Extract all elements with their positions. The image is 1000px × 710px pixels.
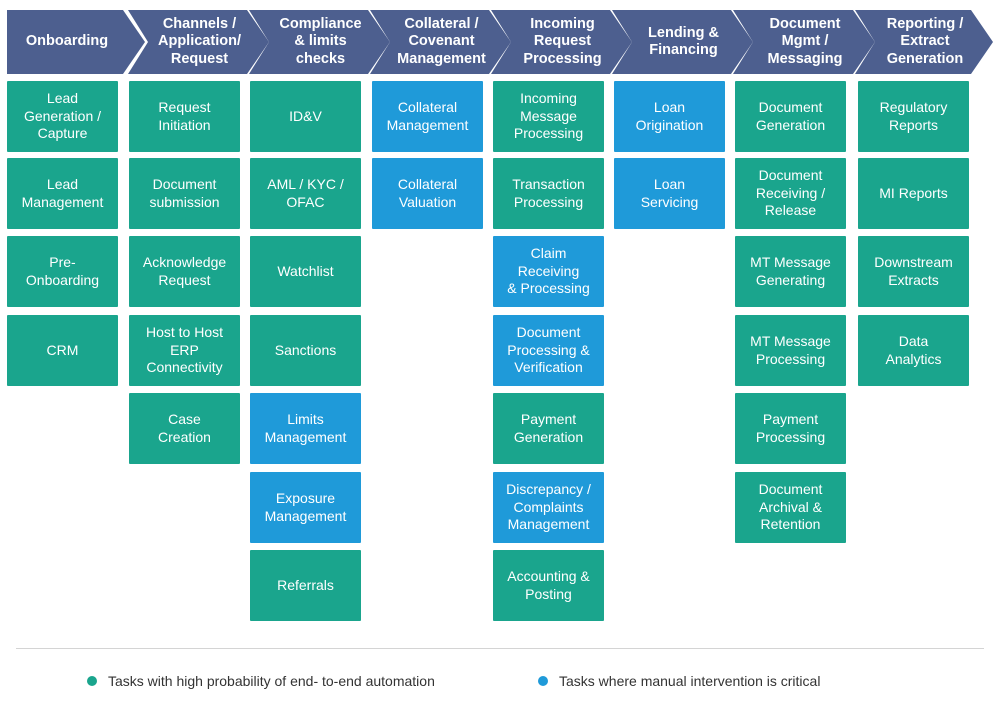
task-box-automation: MT Message Generating: [735, 236, 846, 307]
task-box-automation: Case Creation: [129, 393, 240, 464]
task-box-manual: Discrepancy / Complaints Management: [493, 472, 604, 543]
task-box-automation: Downstream Extracts: [858, 236, 969, 307]
stage-header-6: Lending & Financing: [612, 10, 753, 74]
task-box-automation: Payment Generation: [493, 393, 604, 464]
task-box-automation: Incoming Message Processing: [493, 81, 604, 152]
task-box-automation: Lead Management: [7, 158, 118, 229]
stage-header-3: Compliance & limits checks: [249, 10, 390, 74]
task-box-automation: MI Reports: [858, 158, 969, 229]
task-box-automation: Accounting & Posting: [493, 550, 604, 621]
task-box-automation: Document submission: [129, 158, 240, 229]
stage-header-7: Document Mgmt / Messaging: [733, 10, 875, 74]
legend-automation: Tasks with high probability of end- to-e…: [87, 673, 435, 689]
legend-manual: Tasks where manual intervention is criti…: [538, 673, 820, 689]
task-box-manual: Exposure Management: [250, 472, 361, 543]
task-box-automation: Document Archival & Retention: [735, 472, 846, 543]
task-box-automation: Document Receiving / Release: [735, 158, 846, 229]
legend-divider: [16, 648, 984, 649]
task-box-automation: Document Generation: [735, 81, 846, 152]
task-box-automation: Referrals: [250, 550, 361, 621]
task-box-automation: Watchlist: [250, 236, 361, 307]
task-box-automation: Payment Processing: [735, 393, 846, 464]
task-box-automation: Transaction Processing: [493, 158, 604, 229]
task-box-manual: Loan Servicing: [614, 158, 725, 229]
task-box-automation: Acknowledge Request: [129, 236, 240, 307]
task-box-automation: Request Initiation: [129, 81, 240, 152]
task-box-automation: Pre- Onboarding: [7, 236, 118, 307]
stage-header-1: Onboarding: [7, 10, 145, 74]
legend-manual-dot: [538, 676, 548, 686]
task-box-automation: Sanctions: [250, 315, 361, 386]
task-box-automation: AML / KYC / OFAC: [250, 158, 361, 229]
stage-header-5: Incoming Request Processing: [491, 10, 632, 74]
task-box-automation: MT Message Processing: [735, 315, 846, 386]
task-box-automation: Host to Host ERP Connectivity: [129, 315, 240, 386]
task-box-manual: Claim Receiving & Processing: [493, 236, 604, 307]
task-box-manual: Document Processing & Verification: [493, 315, 604, 386]
legend-automation-dot: [87, 676, 97, 686]
stage-header-2: Channels / Application/ Request: [128, 10, 269, 74]
legend-manual-label: Tasks where manual intervention is criti…: [559, 673, 821, 689]
task-box-automation: Lead Generation / Capture: [7, 81, 118, 152]
stage-header-4: Collateral / Covenant Management: [370, 10, 511, 74]
task-box-manual: Collateral Valuation: [372, 158, 483, 229]
task-box-manual: Limits Management: [250, 393, 361, 464]
legend-automation-label: Tasks with high probability of end- to-e…: [108, 673, 435, 689]
task-box-automation: Regulatory Reports: [858, 81, 969, 152]
stage-header-8: Reporting / Extract Generation: [855, 10, 993, 74]
task-box-manual: Collateral Management: [372, 81, 483, 152]
task-box-automation: ID&V: [250, 81, 361, 152]
task-box-automation: CRM: [7, 315, 118, 386]
task-box-automation: Data Analytics: [858, 315, 969, 386]
task-box-manual: Loan Origination: [614, 81, 725, 152]
